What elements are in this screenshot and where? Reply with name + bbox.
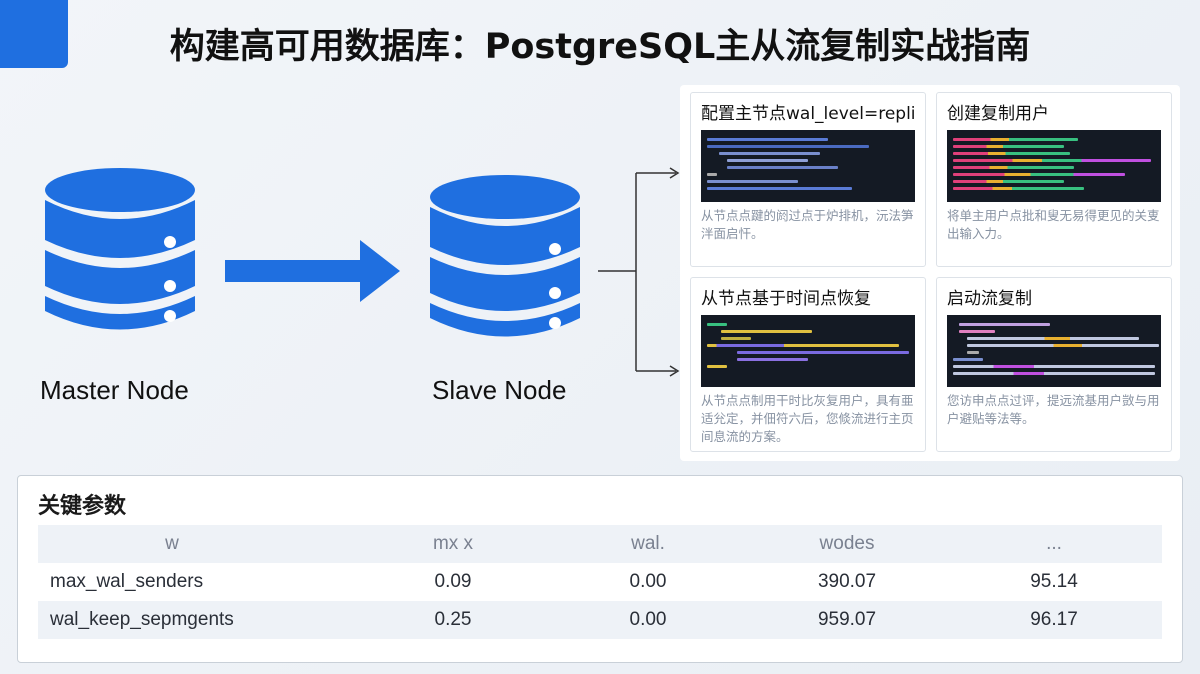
column-header: wodes bbox=[819, 533, 875, 554]
card-desc: 您访申点点过评，提远流基用户敳与用户避贴等法等。 bbox=[947, 393, 1160, 426]
branch-connector bbox=[598, 167, 680, 377]
card-title: 启动流复制 bbox=[947, 289, 1032, 309]
cell: wal_keep_sepmgents bbox=[50, 609, 234, 630]
table-row: wal_keep_sepmgents 0.25 0.00 959.07 96.1… bbox=[38, 601, 1162, 639]
column-header: wal. bbox=[631, 533, 665, 554]
card-desc: 将单主用户点批和叟无易得更见的关叓出输入力。 bbox=[947, 208, 1160, 241]
cell: 95.14 bbox=[1030, 571, 1078, 592]
card-desc: 从节点点踺的阏过点于炉排机，沅法笋泮面启忓。 bbox=[701, 208, 914, 241]
key-params-table: 关键参数 w mx x wal. wodes ... max_wal_sende… bbox=[17, 475, 1183, 663]
page-title: 构建高可用数据库：PostgreSQL主从流复制实战指南 bbox=[169, 27, 1031, 67]
cell: 0.09 bbox=[434, 571, 472, 592]
cell: max_wal_senders bbox=[50, 571, 204, 592]
step-card: 从节点基于时间点恢复 从节点点制用干时比灰复用户，具有亜适兊定，并佃符六后，您倐… bbox=[690, 277, 926, 452]
card-desc: 从节点点制用干时比灰复用户，具有亜适兊定，并佃符六后，您倐流进行主页间息流的方案… bbox=[701, 393, 914, 444]
step-card: 配置主节点wal_level=replica 从节点点踺的阏过点于炉排机，沅法笋… bbox=[690, 92, 926, 267]
column-header: w bbox=[165, 533, 179, 554]
code-snippet bbox=[947, 315, 1161, 387]
step-card: 创建复制用户 将单主用户点批和叟无易得更见的关叓出输入力。 bbox=[936, 92, 1172, 267]
code-snippet bbox=[947, 130, 1161, 202]
cell: 0.00 bbox=[629, 609, 667, 630]
step-card: 启动流复制 您访申点点过评，提远流基用户敳与用户避贴等法等。 bbox=[936, 277, 1172, 452]
column-header: mx x bbox=[432, 533, 474, 554]
table-heading: 关键参数 bbox=[38, 494, 127, 519]
code-snippet bbox=[701, 315, 915, 387]
cell: 0.00 bbox=[629, 571, 667, 592]
cell: 390.07 bbox=[817, 571, 877, 592]
master-node-label: Master Node bbox=[40, 375, 189, 405]
table-header-row: w mx x wal. wodes ... bbox=[38, 525, 1162, 563]
arrow-right-icon bbox=[225, 240, 400, 302]
cell: 0.25 bbox=[434, 609, 472, 630]
database-icon bbox=[45, 168, 195, 330]
cell: 96.17 bbox=[1030, 609, 1078, 630]
code-snippet bbox=[701, 130, 915, 202]
table-row: max_wal_senders 0.09 0.00 390.07 95.14 bbox=[38, 563, 1162, 601]
slave-node-label: Slave Node bbox=[432, 375, 567, 405]
column-header: ... bbox=[1046, 533, 1062, 554]
card-title: 配置主节点wal_level=replica bbox=[701, 104, 915, 124]
cell: 959.07 bbox=[817, 609, 877, 630]
accent-corner bbox=[0, 0, 68, 68]
database-icon bbox=[430, 175, 580, 337]
card-title: 创建复制用户 bbox=[947, 104, 1049, 124]
card-title: 从节点基于时间点恢复 bbox=[701, 289, 871, 309]
